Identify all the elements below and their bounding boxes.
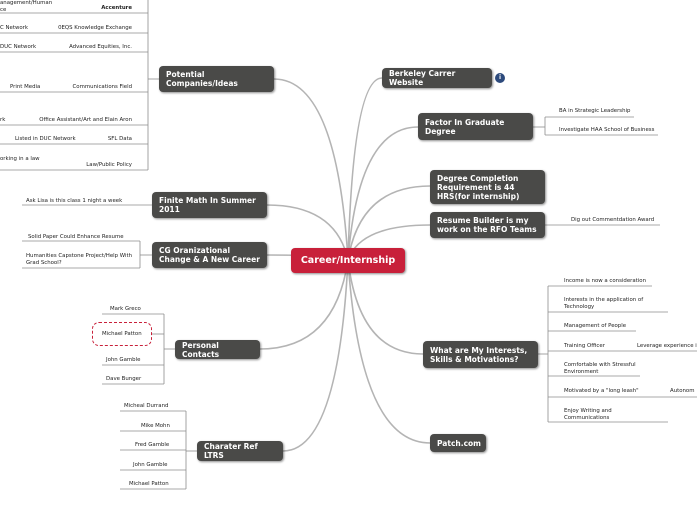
branch-contacts xyxy=(259,259,349,350)
leaf-company-left[interactable]: orking in a law xyxy=(0,156,40,162)
topic-charater-ref[interactable]: Charater Ref LTRS xyxy=(197,441,283,461)
leaf-company-right[interactable]: SFL Data xyxy=(107,136,132,142)
leaf-contact[interactable]: Mark Greco xyxy=(110,306,141,312)
leaf-company-right[interactable]: Communications Field xyxy=(72,84,132,90)
leaf-ba-strategic[interactable]: BA in Strategic Leadership xyxy=(559,108,631,114)
topic-interests[interactable]: What are My Interests, Skills & Motivati… xyxy=(423,341,538,368)
leaf-company-left[interactable]: Listed in DUC Network xyxy=(15,136,76,142)
info-icon[interactable]: i xyxy=(495,73,505,83)
leaf-stressful[interactable]: Comfortable with Stressful Environment xyxy=(564,362,636,375)
topic-factor-grad[interactable]: Factor In Graduate Degree xyxy=(418,113,533,140)
leaf-commendation-award[interactable]: Dig out Commentdation Award xyxy=(571,217,655,223)
topic-berkeley-website[interactable]: Berkeley Carrer Website xyxy=(382,68,492,88)
leaf-reference[interactable]: Michael Patton xyxy=(129,481,169,487)
leaf-company-left[interactable]: rk xyxy=(0,117,6,123)
leaf-writing[interactable]: Enjoy Writing and Communications xyxy=(564,408,612,421)
leaf-training-officer[interactable]: Training Officer xyxy=(564,343,605,349)
leaf-contact[interactable]: Dave Bunger xyxy=(106,376,142,382)
branch-companies xyxy=(273,78,349,261)
leaf-contact-selected[interactable]: Michael Patton xyxy=(102,331,142,337)
topic-cg-change[interactable]: CG Oranizational Change & A New Career xyxy=(152,242,267,268)
leaf-capstone[interactable]: Humanities Capstone Project/Help With Gr… xyxy=(26,253,133,266)
leaf-solid-paper[interactable]: Solid Paper Could Enhance Resume xyxy=(28,234,124,240)
branch-factor-grad xyxy=(347,126,419,261)
leaf-company-left[interactable]: anagement/Human ce xyxy=(0,0,53,13)
leaf-contact[interactable]: John Gamble xyxy=(106,357,141,363)
leaf-reference[interactable]: John Gamble xyxy=(133,462,168,468)
topic-personal-contacts[interactable]: Personal Contacts xyxy=(175,340,260,359)
leaf-reference[interactable]: Micheal Durrand xyxy=(124,403,169,409)
leaf-leverage-experience[interactable]: Leverage experience i xyxy=(637,343,697,349)
leaf-technology[interactable]: Interests in the application of Technolo… xyxy=(564,297,644,310)
leaf-autonomy[interactable]: Autonom xyxy=(670,388,695,394)
branch-interests xyxy=(347,259,424,355)
topic-finite-math[interactable]: Finite Math In Summer 2011 xyxy=(152,192,267,218)
leaf-company-right[interactable]: Advanced Equities, Inc. xyxy=(69,44,132,50)
leaf-company-left[interactable]: Print Media xyxy=(10,84,41,90)
leaf-company-right[interactable]: Accenture xyxy=(101,5,132,11)
branch-berkeley xyxy=(347,77,383,261)
topic-potential-companies[interactable]: Potential Companies/Ideas xyxy=(159,66,274,92)
leaf-reference[interactable]: Mike Mohn xyxy=(141,423,170,429)
selected-contact-highlight xyxy=(92,322,152,346)
central-topic[interactable]: Career/Internship xyxy=(291,248,405,273)
leaf-ask-lisa[interactable]: Ask Lisa is this class 1 night a week xyxy=(26,198,123,204)
branch-degree xyxy=(347,185,431,261)
branch-patch xyxy=(347,259,431,444)
leaf-company-left[interactable]: C Network xyxy=(0,25,28,31)
leaf-management[interactable]: Management of People xyxy=(564,323,627,329)
leaf-income[interactable]: Income is now a consideration xyxy=(564,278,646,284)
topic-degree-completion[interactable]: Degree Completion Requirement is 44 HRS(… xyxy=(430,170,545,204)
branch-references xyxy=(282,259,349,452)
leaf-company-right[interactable]: 0EQS Knowledge Exchange xyxy=(58,25,132,31)
leaf-company-right[interactable]: Office Assistant/Art and Elain Aron xyxy=(39,117,132,123)
leaf-company-right[interactable]: Law/Public Policy xyxy=(86,162,132,168)
topic-patch[interactable]: Patch.com xyxy=(430,434,486,452)
leaf-reference[interactable]: Fred Gamble xyxy=(135,442,170,448)
leaf-company-left[interactable]: DUC Network xyxy=(0,44,37,50)
topic-resume-builder[interactable]: Resume Builder is my work on the RFO Tea… xyxy=(430,212,545,238)
leaf-investigate-haa[interactable]: Investigate HAA School of Business xyxy=(559,127,655,133)
leaf-long-leash[interactable]: Motivated by a "long leash" xyxy=(564,388,639,394)
